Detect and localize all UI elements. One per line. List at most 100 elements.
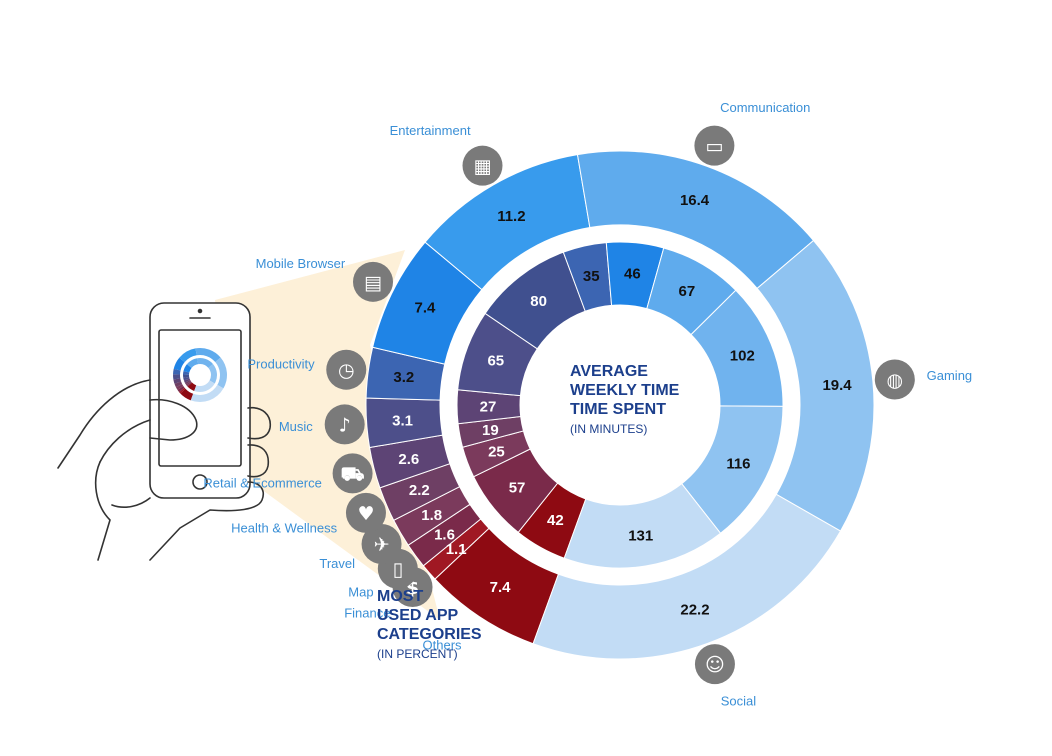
- people-icon: [694, 644, 735, 685]
- inner-value-label-finance: 57: [509, 480, 526, 497]
- phone-mini-slice-outer-health-and-wellness: [174, 381, 183, 388]
- phone-mini-slice-inner-mobile-browser: [183, 364, 192, 373]
- phone-mini-slice-inner-others: [187, 382, 197, 391]
- inner-title-line1: AVERAGE: [570, 363, 648, 380]
- inner-title-line3: TIME SPENT: [570, 401, 667, 418]
- outer-title-sub: (IN PERCENT): [377, 647, 458, 661]
- category-name-communication: Communication: [720, 100, 810, 115]
- outer-title-line3: CATEGORIES: [377, 626, 482, 643]
- phone-mini-slice-inner-social: [194, 380, 215, 392]
- inner-value-label-productivity: 35: [583, 268, 600, 285]
- outer-ring-most-used-categories: [365, 150, 875, 660]
- phone-mini-slice-inner-retail-and-ecommerce: [183, 376, 190, 381]
- outer-title-line1: MOST: [377, 588, 424, 605]
- category-name-health-and-wellness: Health & Wellness: [231, 521, 337, 536]
- category-name-others: Others: [423, 638, 463, 653]
- inner-value-label-communication: 102: [730, 347, 755, 364]
- outer-value-label-music: 3.1: [392, 412, 413, 429]
- category-name-entertainment: Entertainment: [390, 123, 471, 138]
- phone-mini-slice-outer-retail-and-ecommerce: [173, 378, 182, 384]
- phone-mini-slice-outer-productivity: [173, 368, 181, 375]
- inner-title-line2: WEEKLY TIME: [570, 382, 680, 399]
- outer-value-label-health-and-wellness: 2.2: [409, 482, 430, 499]
- outer-ring-value-labels: 7.41.11.61.82.22.63.13.27.411.216.419.42…: [392, 192, 852, 619]
- airplane-icon-glyph: ✈: [374, 534, 390, 556]
- outer-value-label-entertainment: 11.2: [497, 208, 525, 225]
- inner-value-label-map: 25: [488, 443, 505, 460]
- phone-mini-slice-outer-entertainment: [179, 348, 197, 363]
- phone-mini-slice-inner-productivity: [183, 371, 190, 375]
- outer-value-label-mobile-browser: 7.4: [414, 300, 436, 317]
- outer-value-label-finance: 1.1: [446, 541, 467, 558]
- cart-icon: [332, 453, 373, 494]
- phone-mini-slice-outer-others: [180, 388, 194, 401]
- category-name-finance: Finance: [344, 605, 390, 620]
- inner-ring-weekly-time-spent: [456, 241, 784, 569]
- phone-mini-slice-inner-finance: [186, 381, 192, 387]
- clapperboard-icon-glyph: ▦: [474, 156, 492, 178]
- phone-mini-slice-outer-finance: [179, 387, 186, 394]
- chat-bubble-icon-glyph: ▭: [705, 136, 723, 158]
- music-note-icon-glyph: ♪: [339, 414, 351, 436]
- gamepad-icon: [874, 359, 915, 400]
- heart-pulse-icon-glyph: ♥: [357, 503, 374, 525]
- outer-value-label-communication: 16.4: [680, 192, 710, 209]
- alarm-clock-icon-glyph: ◷: [338, 360, 355, 382]
- category-name-social: Social: [721, 694, 757, 709]
- phone-mini-slice-outer-travel: [175, 384, 184, 390]
- music-note-icon: [324, 404, 365, 445]
- inner-value-label-gaming: 116: [726, 455, 750, 472]
- phone-mini-slice-outer-gaming: [215, 357, 227, 389]
- inner-value-label-retail-and-ecommerce: 65: [487, 352, 504, 369]
- outer-ring-title: MOST USED APP CATEGORIES (IN PERCENT): [377, 587, 537, 662]
- category-name-retail-and-ecommerce: Retail & Ecommerce: [203, 475, 321, 490]
- cart-icon-glyph: ⛟: [341, 463, 365, 485]
- category-name-gaming: Gaming: [927, 368, 973, 383]
- inner-value-label-social: 131: [628, 527, 653, 544]
- gamepad-icon-glyph: ◍: [887, 369, 904, 391]
- browser-window-icon-glyph: ▤: [364, 272, 382, 294]
- outer-value-label-map: 1.6: [434, 526, 455, 543]
- people-icon-glyph: ☺: [705, 654, 725, 676]
- category-name-productivity: Productivity: [247, 357, 315, 372]
- phone-mini-slice-outer-map: [177, 386, 185, 393]
- outer-title-line2: USED APP: [377, 607, 459, 624]
- phone-mini-slice-inner-map: [185, 381, 192, 386]
- inner-slice-social: [563, 483, 722, 569]
- outer-value-label-others: 7.4: [490, 579, 512, 596]
- phone-mini-slice-outer-mobile-browser: [173, 357, 185, 371]
- phone-mini-slice-outer-music: [172, 374, 181, 380]
- inner-value-label-others: 42: [547, 512, 564, 529]
- map-icon-glyph: ▯: [393, 559, 403, 581]
- heart-pulse-icon: [345, 492, 386, 533]
- category-name-mobile-browser: Mobile Browser: [256, 256, 346, 271]
- inner-value-label-health-and-wellness: 27: [480, 398, 497, 415]
- phone-mini-slice-inner-travel: [184, 379, 191, 385]
- category-icons: $▯✈♥⛟♪◷▤▦▭◍☺: [324, 125, 915, 685]
- chat-bubble-icon: [694, 125, 735, 166]
- phone-mini-slice-inner-health-and-wellness: [183, 378, 191, 383]
- alarm-clock-icon: [326, 349, 367, 390]
- phone-mini-slice-inner-gaming: [208, 363, 218, 384]
- inner-value-label-music: 80: [530, 293, 547, 310]
- phone-mini-slice-inner-music: [183, 374, 190, 378]
- category-name-music: Music: [279, 419, 313, 434]
- browser-window-icon: [353, 261, 394, 302]
- category-name-map: Map: [348, 584, 373, 599]
- outer-value-label-gaming: 19.4: [822, 377, 852, 394]
- inner-value-label-mobile-browser: 46: [624, 266, 641, 283]
- phone-mini-slice-outer-social: [190, 384, 224, 403]
- outer-value-label-social: 22.2: [680, 602, 709, 619]
- category-name-labels: Others Finance Map Travel Health & Wellness R…: [203, 100, 972, 709]
- phone-mini-slice-outer-communication: [195, 348, 221, 363]
- inner-ring-title: AVERAGE WEEKLY TIME TIME SPENT (IN MINUT…: [570, 362, 710, 437]
- category-name-travel: Travel: [319, 556, 355, 571]
- phone-mini-slice-inner-entertainment: [186, 358, 199, 368]
- outer-slice-social: [532, 493, 842, 660]
- outer-value-label-retail-and-ecommerce: 2.6: [398, 451, 419, 468]
- phone-mini-slice-inner-communication: [197, 358, 213, 368]
- clapperboard-icon: [462, 145, 503, 186]
- inner-value-label-travel: 19: [482, 422, 499, 439]
